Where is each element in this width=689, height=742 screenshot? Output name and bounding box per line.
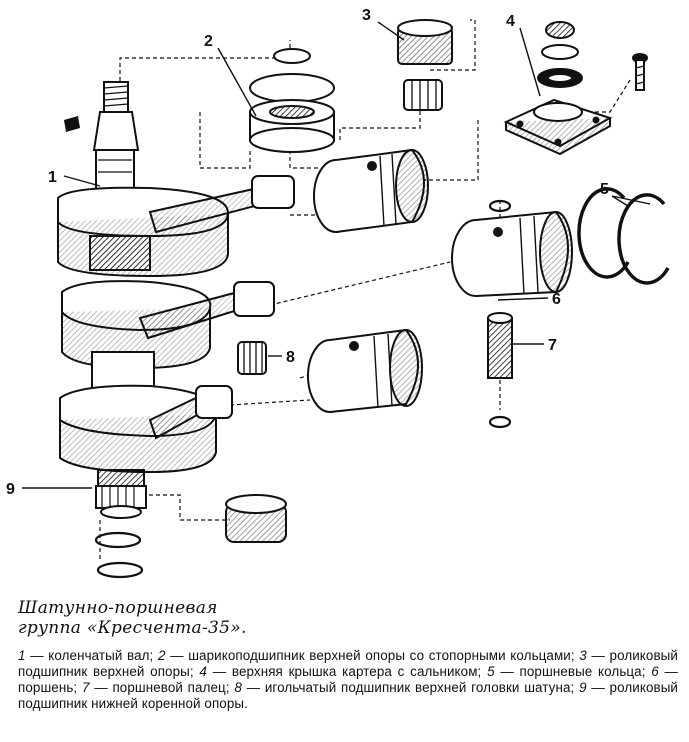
lower-circlips <box>94 531 144 579</box>
figure-caption: Шатунно-поршневая группа «Кресчента-35».… <box>18 598 678 712</box>
legend-num: 6 <box>651 664 659 679</box>
legend-text: поршневые кольца; <box>519 664 646 679</box>
roller-bearing <box>397 19 453 111</box>
piston-middle <box>451 210 573 297</box>
needle-bearing <box>237 341 267 375</box>
legend-num: 7 <box>81 680 90 695</box>
legend-num: 2 <box>157 648 166 663</box>
legend-num: 5 <box>487 664 495 679</box>
callout-3: 3 <box>362 7 371 24</box>
legend-text: поршень; <box>18 680 78 695</box>
screw <box>632 53 648 91</box>
caption-title-line1: Шатунно-поршневая <box>18 598 218 618</box>
legend-num: 1 <box>18 648 26 663</box>
legend-text: поршневой палец; <box>112 680 230 695</box>
lower-roller-bushing <box>225 494 287 543</box>
exploded-view-drawing: 1 2 3 4 5 6 7 8 9 <box>6 7 670 579</box>
crankshaft <box>57 81 229 519</box>
callout-1: 1 <box>48 169 57 186</box>
legend-text: коленчатый вал; <box>48 648 154 663</box>
callout-4: 4 <box>506 13 515 30</box>
callout-6: 6 <box>552 291 561 308</box>
piston-rings <box>577 187 670 285</box>
assembly-guide-lines <box>99 19 631 560</box>
piston-upper <box>313 148 429 233</box>
legend-num: 9 <box>579 680 587 695</box>
key-part <box>64 116 80 132</box>
legend-text: роликовый подшипник нижней коренной опор… <box>18 680 679 711</box>
legend-num: 3 <box>579 648 587 663</box>
callout-7: 7 <box>548 337 557 354</box>
callout-5: 5 <box>600 181 609 198</box>
connecting-rods <box>138 175 295 440</box>
caption-legend: 1 — коленчатый вал; 2 — шарикоподшипник … <box>18 648 679 711</box>
crankcase-cover <box>503 21 613 156</box>
legend-text: роликовый подшипник верхней опоры; <box>18 648 678 679</box>
callout-8: 8 <box>286 349 295 366</box>
legend-text: шарикоподшипник верхней опоры со стопорн… <box>188 648 575 663</box>
legend-num: 8 <box>234 680 242 695</box>
caption-title-line2: группа «Кресчента-35». <box>18 618 247 638</box>
pin-circlips <box>488 199 512 429</box>
legend-num: 4 <box>199 664 207 679</box>
leader-lines <box>22 21 651 489</box>
callout-2: 2 <box>204 33 213 50</box>
callout-9: 9 <box>6 481 15 498</box>
legend-text: игольчатый подшипник верхней головки шат… <box>264 680 575 695</box>
ball-bearing <box>249 48 335 153</box>
piston-lower <box>307 328 423 413</box>
piston-pin <box>487 312 513 379</box>
legend-text: верхняя крышка картера с сальником; <box>231 664 482 679</box>
